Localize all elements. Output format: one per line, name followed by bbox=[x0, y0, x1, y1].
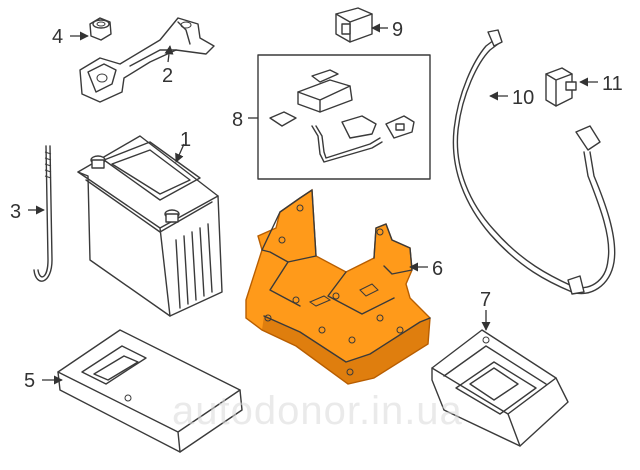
callout-6: 6 bbox=[432, 258, 443, 280]
callout-11: 11 bbox=[602, 73, 623, 95]
part-3-rod[interactable] bbox=[33, 145, 53, 282]
callout-7: 7 bbox=[480, 289, 491, 311]
callout-2: 2 bbox=[162, 65, 173, 87]
part-7-cover[interactable] bbox=[431, 329, 569, 447]
callout-labels: 1 2 3 4 5 6 7 8 9 10 11 bbox=[10, 19, 623, 392]
callout-8: 8 bbox=[232, 109, 243, 131]
part-8-cable-assembly[interactable] bbox=[257, 54, 431, 180]
callout-4: 4 bbox=[52, 26, 63, 48]
callout-10: 10 bbox=[512, 87, 534, 109]
callout-3: 3 bbox=[10, 201, 21, 223]
part-11-connector[interactable] bbox=[545, 67, 577, 107]
part-4-nut[interactable] bbox=[89, 17, 112, 41]
callout-1: 1 bbox=[180, 129, 191, 151]
watermark: autodonor.in.ua bbox=[172, 389, 463, 433]
leader-lines bbox=[28, 23, 598, 385]
part-6-battery-support[interactable] bbox=[245, 188, 431, 385]
part-5-tray[interactable] bbox=[57, 329, 243, 453]
callout-5: 5 bbox=[24, 370, 35, 392]
part-10-cable[interactable] bbox=[452, 29, 616, 295]
part-1-battery[interactable] bbox=[77, 135, 223, 317]
callout-9: 9 bbox=[392, 19, 403, 41]
part-9-clip[interactable] bbox=[335, 7, 373, 43]
